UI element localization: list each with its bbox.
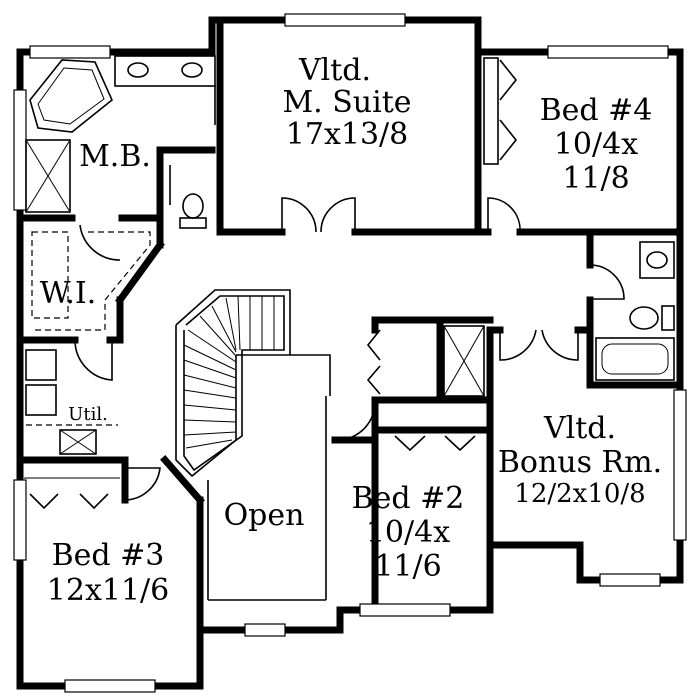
interior-walls — [16, 16, 684, 634]
tub-icon — [29, 59, 113, 133]
bed4-label-2: 10/4x — [554, 127, 638, 162]
bed4-label-3: 11/8 — [562, 161, 629, 196]
bed3-label-1: Bed #3 — [52, 538, 165, 573]
hall-bath-fixtures — [589, 241, 675, 381]
hall-closets — [336, 325, 485, 452]
toilet-icon — [182, 193, 204, 219]
master-bath-fixtures — [25, 55, 216, 229]
room-labels: Vltd. M. Suite 17x13/8 Bed #4 10/4x 11/8… — [40, 53, 662, 608]
sink-icon — [639, 241, 675, 279]
bed4-label-1: Bed #4 — [540, 93, 653, 128]
bonus-label-1: Vltd. — [543, 411, 616, 446]
master-bath-label: M.B. — [79, 139, 151, 174]
bonus-room-doors — [499, 329, 579, 361]
sink-icon — [181, 62, 203, 78]
toilet-icon — [629, 306, 659, 330]
utility-label: Util. — [68, 404, 108, 425]
sink-icon — [127, 62, 149, 78]
walk-in-closet — [31, 224, 151, 331]
windows — [13, 13, 687, 693]
bonus-label-3: 12/2x10/8 — [514, 479, 645, 509]
sink-icon — [59, 429, 97, 455]
utility-fixtures — [24, 339, 161, 510]
bed4-closet — [483, 57, 521, 233]
bonus-label-2: Bonus Rm. — [498, 445, 662, 480]
walk-in-label: W.I. — [40, 276, 97, 311]
bed3-label-2: 12x11/6 — [47, 573, 169, 608]
dryer-icon — [25, 384, 57, 416]
master-suite-label-1: Vltd. — [298, 53, 371, 88]
open-label: Open — [224, 498, 305, 533]
master-suite-doors — [281, 197, 356, 233]
master-suite-label-2: M. Suite — [282, 85, 411, 120]
washer-icon — [25, 349, 57, 381]
bed2-label-2: 10/4x — [366, 515, 450, 550]
staircase — [175, 289, 331, 601]
bed2-label-3: 11/6 — [374, 549, 441, 584]
shower-icon — [25, 139, 71, 213]
bed2-label-1: Bed #2 — [352, 481, 465, 516]
tub-icon — [595, 337, 675, 381]
master-suite-label-3: 17x13/8 — [286, 117, 408, 152]
